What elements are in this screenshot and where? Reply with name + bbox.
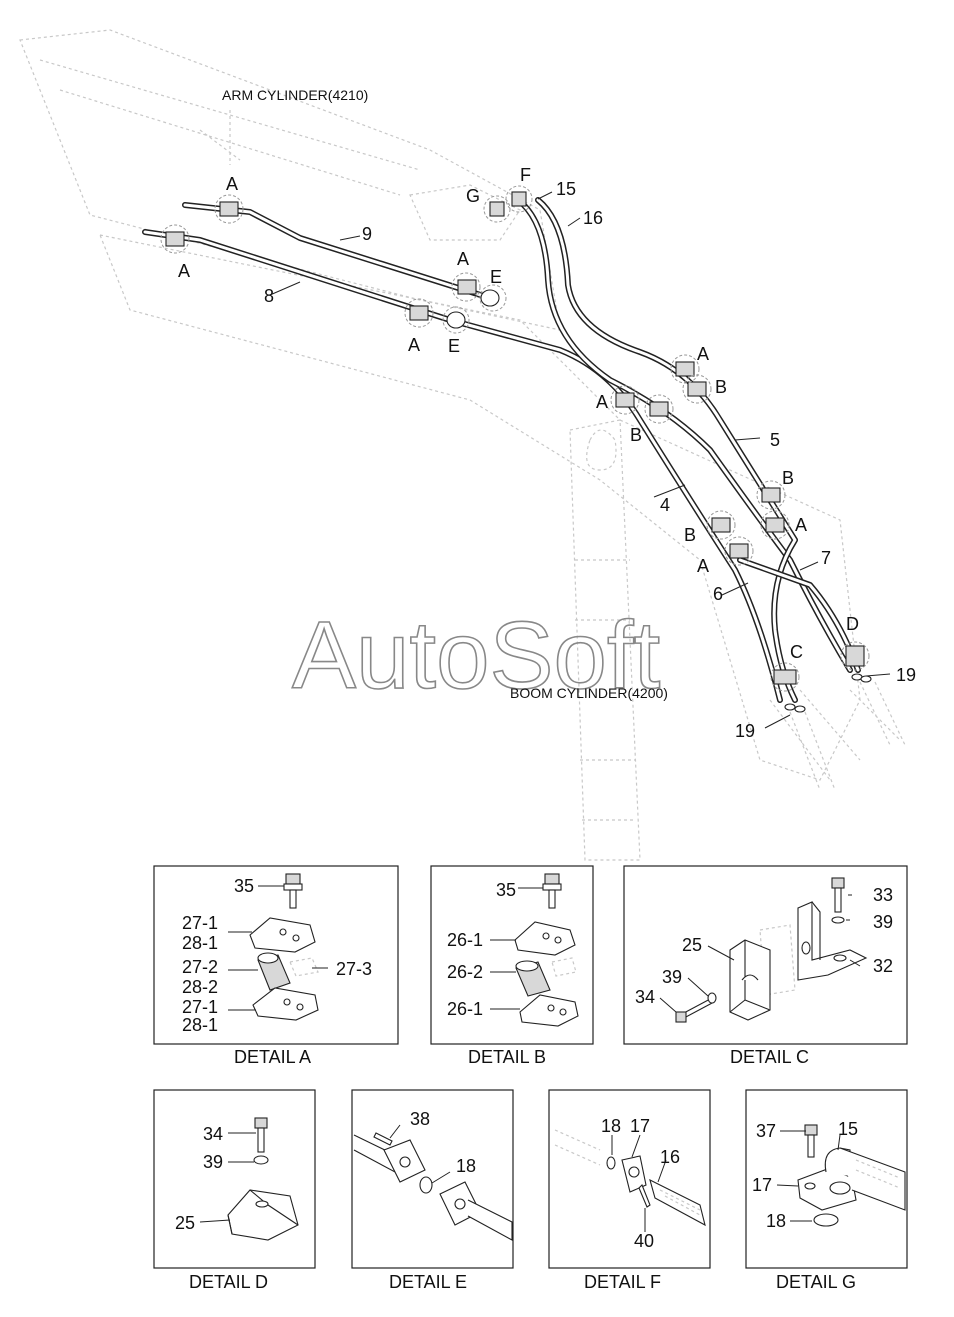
detail-a-label-28-1-bottom: 28-1 [182,1015,218,1035]
leader-lines [269,191,891,729]
detail-g-label-37: 37 [756,1121,776,1141]
detail-g-label-18: 18 [766,1211,786,1231]
label-19a: 19 [735,721,755,741]
detail-d: 34 39 25 DETAIL D [153,1089,316,1292]
label-B2: B [630,425,642,445]
detail-c-label-32: 32 [873,956,893,976]
detail-a: 35 27-1 28-1 27-2 28-2 27-3 27-1 28-1 DE… [153,865,399,1067]
detail-c-label-39-top: 39 [873,912,893,932]
detail-d-label-25: 25 [175,1213,195,1233]
orings-19 [784,673,906,791]
label-9: 9 [362,224,372,244]
label-A2: A [178,261,190,281]
label-B4: B [684,525,696,545]
label-A5: A [697,344,709,364]
label-A4: A [408,335,420,355]
detail-a-label-27-1-bottom: 27-1 [182,997,218,1017]
label-B1: B [715,377,727,397]
detail-e: 38 18 DETAIL E [351,1089,514,1292]
detail-f-label-16: 16 [660,1147,680,1167]
detail-f-label-40: 40 [634,1231,654,1251]
label-4: 4 [660,495,670,515]
label-G: G [466,186,480,206]
arm-cylinder-title: ARM CYLINDER(4210) [222,87,368,103]
label-19b: 19 [896,665,916,685]
detail-f-caption: DETAIL F [584,1272,661,1292]
detail-c: 33 39 25 32 39 34 DETAIL C [623,865,908,1067]
detail-e-label-18: 18 [456,1156,476,1176]
detail-b: 35 26-1 26-2 26-1 DETAIL B [430,865,594,1067]
detail-d-label-39: 39 [203,1152,223,1172]
detail-c-caption: DETAIL C [730,1047,809,1067]
detail-g-label-17: 17 [752,1175,772,1195]
label-7: 7 [821,548,831,568]
clamps [165,191,865,685]
watermark-text: AutoSoft [292,602,660,709]
detail-a-label-27-3: 27-3 [336,959,372,979]
label-8: 8 [264,286,274,306]
label-6: 6 [713,584,723,604]
detail-g-caption: DETAIL G [776,1272,856,1292]
label-15: 15 [556,179,576,199]
detail-f-label-17: 17 [630,1116,650,1136]
detail-d-caption: DETAIL D [189,1272,268,1292]
label-C: C [790,642,803,662]
label-5: 5 [770,430,780,450]
detail-circles [160,185,870,692]
detail-b-caption: DETAIL B [468,1047,546,1067]
detail-d-label-34: 34 [203,1124,223,1144]
main-labels: A A A A A A A A B B B B C D E E F G 4 5 … [178,165,916,741]
label-A3: A [457,249,469,269]
boom-cylinder-title: BOOM CYLINDER(4200) [510,685,668,701]
label-E1: E [490,267,502,287]
label-A7: A [795,515,807,535]
detail-g: 37 15 17 18 DETAIL G [745,1089,908,1292]
detail-a-label-28-1-top: 28-1 [182,933,218,953]
detail-c-label-39-bottom: 39 [662,967,682,987]
detail-c-label-25: 25 [682,935,702,955]
detail-b-label-26-2: 26-2 [447,962,483,982]
detail-b-label-26-1-top: 26-1 [447,930,483,950]
detail-a-label-28-2: 28-2 [182,977,218,997]
label-A6: A [596,392,608,412]
detail-g-label-15: 15 [838,1119,858,1139]
pipe-9 [182,202,493,301]
detail-e-label-38: 38 [410,1109,430,1129]
detail-e-caption: DETAIL E [389,1272,467,1292]
label-A8: A [697,556,709,576]
detail-a-caption: DETAIL A [234,1047,311,1067]
detail-b-label-35: 35 [496,880,516,900]
detail-a-label-35: 35 [234,876,254,896]
pipe-15 [515,197,853,673]
label-D: D [846,614,859,634]
label-E2: E [448,336,460,356]
detail-f: 18 17 16 40 DETAIL F [548,1089,711,1292]
detail-a-label-27-1-top: 27-1 [182,913,218,933]
label-F: F [520,165,531,185]
detail-a-label-27-2: 27-2 [182,957,218,977]
detail-c-label-33: 33 [873,885,893,905]
background-machine-outline [19,29,901,861]
pipe-16 [535,197,798,703]
detail-b-label-26-1-bottom: 26-1 [447,999,483,1019]
detail-c-label-34: 34 [635,987,655,1007]
label-16: 16 [583,208,603,228]
label-B3: B [782,468,794,488]
detail-f-label-18: 18 [601,1116,621,1136]
label-A1: A [226,174,238,194]
